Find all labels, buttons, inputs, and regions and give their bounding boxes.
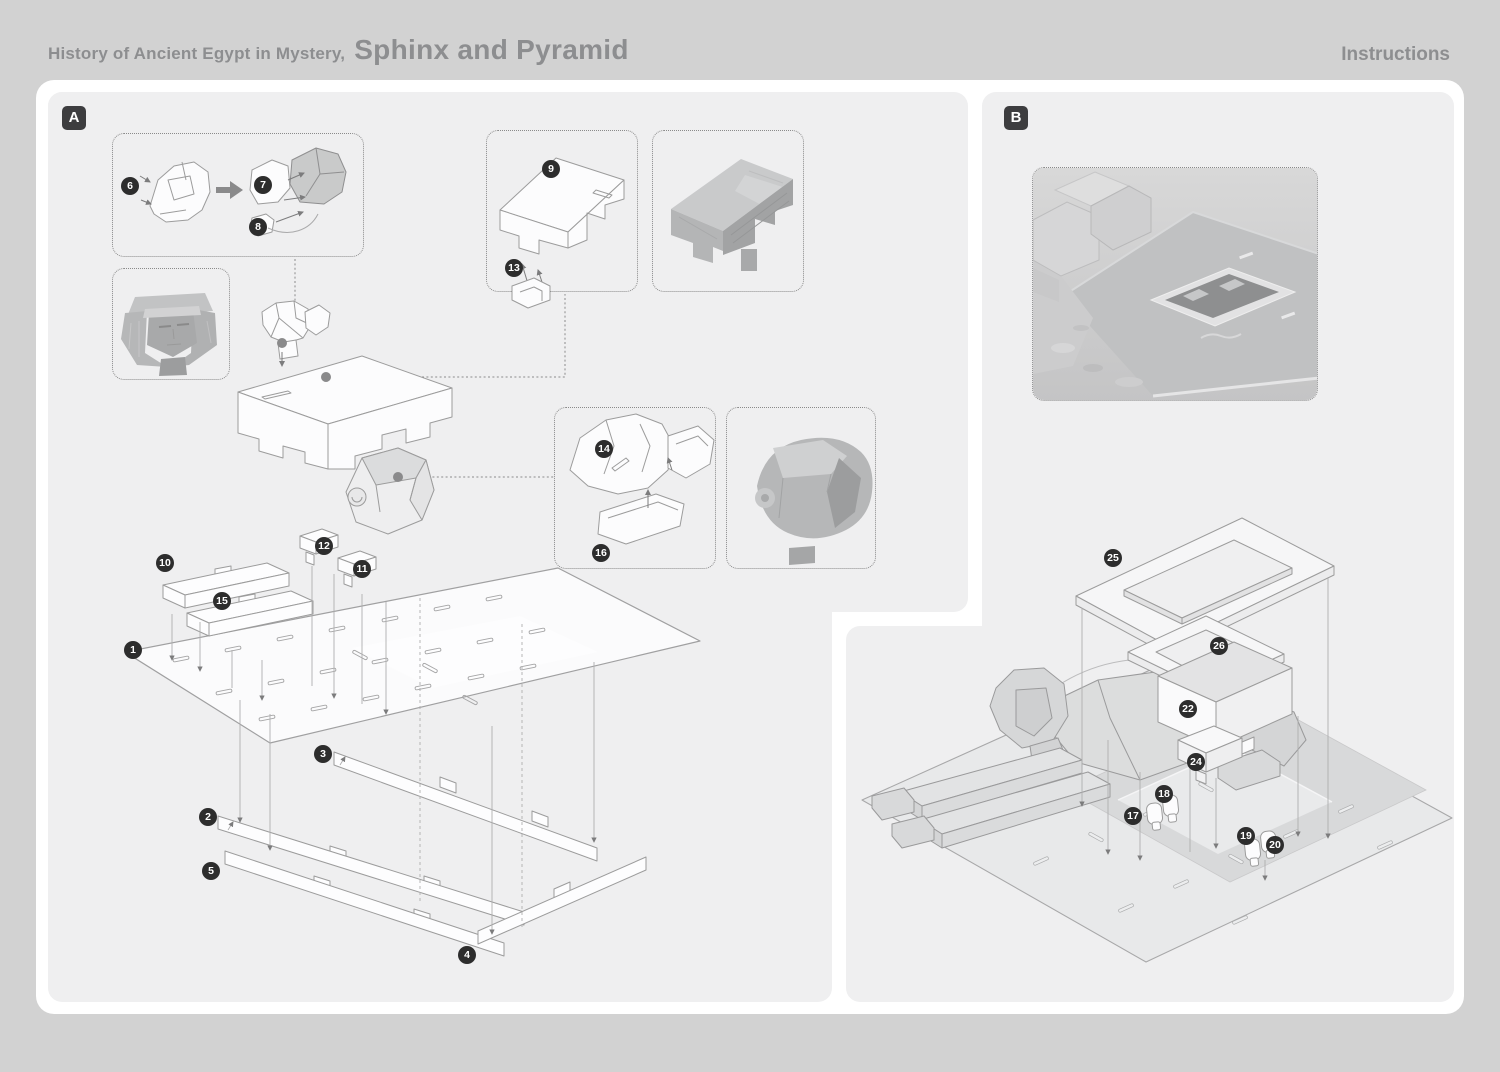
part-badge-26: 26 xyxy=(1210,637,1228,655)
part-badge-5: 5 xyxy=(202,862,220,880)
callout-box-body-photo xyxy=(652,130,804,292)
section-b-badge: B xyxy=(1004,106,1028,130)
title-main: Sphinx and Pyramid xyxy=(354,34,629,65)
section-a-badge: A xyxy=(62,106,86,130)
part-badge-4: 4 xyxy=(458,946,476,964)
part-badge-24: 24 xyxy=(1187,753,1205,771)
part-badge-25: 25 xyxy=(1104,549,1122,567)
part-badge-10: 10 xyxy=(156,554,174,572)
part-badge-16: 16 xyxy=(592,544,610,562)
head-back-photo xyxy=(755,437,873,565)
panel-b-bottom xyxy=(846,626,1454,1002)
callout-box-headback-photo xyxy=(726,407,876,569)
instructions-label: Instructions xyxy=(1341,44,1450,65)
part-badge-11: 11 xyxy=(353,560,371,578)
body-photo xyxy=(671,159,793,271)
part-badge-8: 8 xyxy=(249,218,267,236)
part-badge-12: 12 xyxy=(315,537,333,555)
part-badge-9: 9 xyxy=(542,160,560,178)
callout-box-parts-14-16 xyxy=(554,407,716,569)
part-badge-20: 20 xyxy=(1266,836,1284,854)
part-badge-3: 3 xyxy=(314,745,332,763)
callout-box-head-photo xyxy=(112,268,230,380)
part-badge-2: 2 xyxy=(199,808,217,826)
callout-box-base-photo xyxy=(1032,167,1318,401)
part-badge-18: 18 xyxy=(1155,785,1173,803)
part-badge-14: 14 xyxy=(595,440,613,458)
part-badge-22: 22 xyxy=(1179,700,1197,718)
part-badge-19: 19 xyxy=(1237,827,1255,845)
part-badge-1: 1 xyxy=(124,641,142,659)
callout-box-parts-9-13 xyxy=(486,130,638,292)
head-front-photo xyxy=(121,293,217,376)
part-badge-7: 7 xyxy=(254,176,272,194)
title-series: History of Ancient Egypt in Mystery, xyxy=(48,44,346,63)
part-badge-13: 13 xyxy=(505,259,523,277)
part-badge-15: 15 xyxy=(213,592,231,610)
pyramid-base-photo xyxy=(1033,168,1317,400)
part-badge-6: 6 xyxy=(121,177,139,195)
part-badge-17: 17 xyxy=(1124,807,1142,825)
page-title: History of Ancient Egypt in Mystery, Sph… xyxy=(48,34,629,66)
callout-box-parts-6-7-8 xyxy=(112,133,364,257)
